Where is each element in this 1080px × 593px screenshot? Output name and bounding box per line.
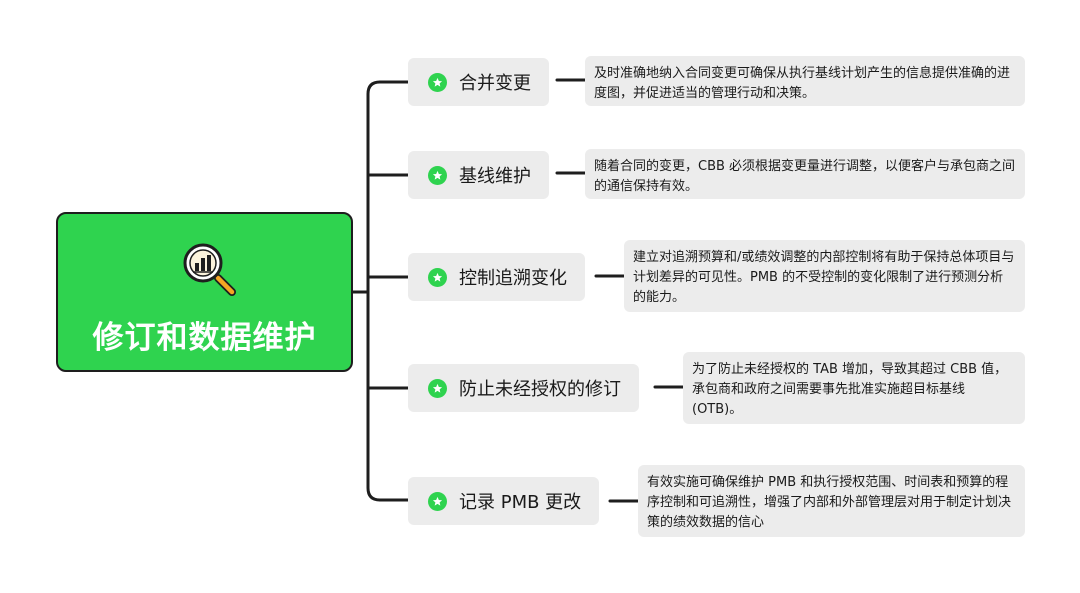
star-icon (428, 491, 447, 511)
branch-prevent-unauthorized-revisions[interactable]: 防止未经授权的修订 (408, 364, 639, 412)
note-control-retroactive-changes: 建立对追溯预算和/或绩效调整的内部控制将有助于保持总体项目与计划差异的可见性。P… (624, 240, 1025, 312)
branch-merge-changes[interactable]: 合并变更 (408, 58, 549, 106)
branch-label: 控制追溯变化 (459, 268, 567, 289)
note-record-pmb-changes: 有效实施可确保维护 PMB 和执行授权范围、时间表和预算的程序控制和可追溯性，增… (638, 465, 1025, 537)
branch-control-retroactive-changes[interactable]: 控制追溯变化 (408, 253, 585, 301)
note-text: 为了防止未经授权的 TAB 增加，导致其超过 CBB 值，承包商和政府之间需要事… (692, 362, 1008, 417)
note-prevent-unauthorized-revisions: 为了防止未经授权的 TAB 增加，导致其超过 CBB 值，承包商和政府之间需要事… (683, 352, 1025, 424)
branch-label: 基线维护 (459, 166, 531, 187)
branch-label: 合并变更 (459, 73, 531, 94)
branch-baseline-maintenance[interactable]: 基线维护 (408, 151, 549, 199)
root-title: 修订和数据维护 (92, 320, 317, 356)
root-node[interactable]: 修订和数据维护 (56, 212, 353, 372)
note-text: 建立对追溯预算和/或绩效调整的内部控制将有助于保持总体项目与计划差异的可见性。P… (633, 250, 1015, 305)
note-text: 及时准确地纳入合同变更可确保从执行基线计划产生的信息提供准确的进度图，并促进适当… (594, 66, 1011, 101)
trunk-line (366, 80, 382, 502)
star-icon (428, 267, 447, 287)
note-text: 有效实施可确保维护 PMB 和执行授权范围、时间表和预算的程序控制和可追溯性，增… (647, 475, 1012, 530)
note-text: 随着合同的变更，CBB 必须根据变更量进行调整，以便客户与承包商之间的通信保持有… (594, 159, 1016, 194)
branch-label: 记录 PMB 更改 (459, 492, 582, 513)
branch-record-pmb-changes[interactable]: 记录 PMB 更改 (408, 477, 600, 525)
star-icon (428, 72, 447, 92)
star-icon (428, 378, 447, 398)
magnifier-chart-icon (183, 243, 236, 296)
note-baseline-maintenance: 随着合同的变更，CBB 必须根据变更量进行调整，以便客户与承包商之间的通信保持有… (585, 149, 1025, 199)
note-merge-changes: 及时准确地纳入合同变更可确保从执行基线计划产生的信息提供准确的进度图，并促进适当… (585, 56, 1025, 106)
branch-label: 防止未经授权的修订 (459, 379, 621, 400)
star-icon (428, 165, 447, 185)
